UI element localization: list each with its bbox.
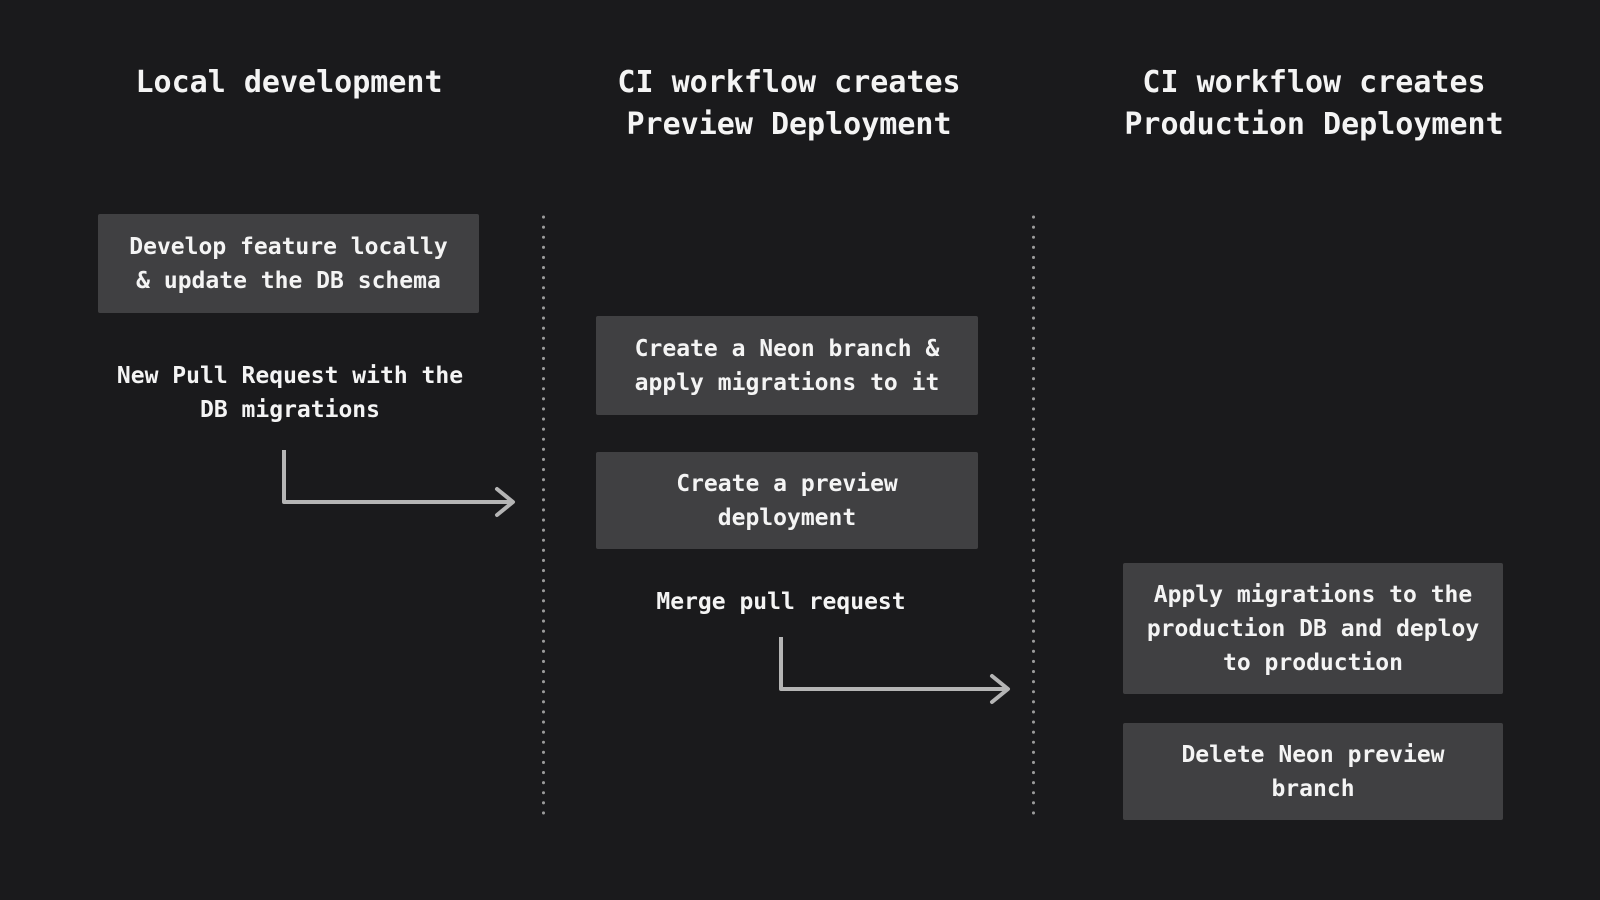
step-line: Delete Neon preview: [1181, 741, 1445, 768]
column-header-line: Preview Deployment: [626, 107, 952, 142]
step-line: Create a Neon branch &: [634, 335, 940, 362]
column-header-line: Production Deployment: [1124, 107, 1504, 142]
step-line: Apply migrations to the: [1153, 581, 1473, 608]
step-line: deployment: [717, 504, 857, 531]
arrow-merge-to-production-icon: [779, 637, 1010, 704]
step-box-develop-feature: Develop feature locally & update the DB …: [98, 214, 479, 313]
step-line: Create a preview: [676, 470, 898, 497]
step-line: to production: [1222, 649, 1403, 676]
step-box-create-neon-branch: Create a Neon branch & apply migrations …: [596, 316, 978, 415]
step-text-new-pull-request: New Pull Request with the DB migrations: [117, 359, 463, 427]
step-line: production DB and deploy: [1146, 615, 1480, 642]
step-line: apply migrations to it: [634, 369, 940, 396]
step-line: Develop feature locally: [129, 233, 448, 260]
column-header-production-deployment: CI workflow creates Production Deploymen…: [1124, 62, 1503, 146]
step-line: Merge pull request: [656, 589, 906, 615]
step-line: DB migrations: [199, 397, 380, 423]
step-line: branch: [1271, 775, 1355, 802]
step-box-apply-migrations-production: Apply migrations to the production DB an…: [1123, 563, 1503, 694]
step-line: New Pull Request with the: [116, 363, 464, 389]
column-header-local-development: Local development: [135, 62, 442, 104]
step-box-delete-neon-preview-branch: Delete Neon preview branch: [1123, 723, 1503, 820]
arrow-pr-to-preview-icon: [282, 450, 515, 517]
column-header-line: Local development: [135, 65, 443, 100]
column-header-line: CI workflow creates: [1142, 65, 1486, 100]
column-header-preview-deployment: CI workflow creates Preview Deployment: [617, 62, 960, 146]
step-box-create-preview-deployment: Create a preview deployment: [596, 452, 978, 549]
column-header-line: CI workflow creates: [617, 65, 961, 100]
step-text-merge-pull-request: Merge pull request: [656, 585, 905, 619]
step-line: & update the DB schema: [136, 267, 441, 294]
